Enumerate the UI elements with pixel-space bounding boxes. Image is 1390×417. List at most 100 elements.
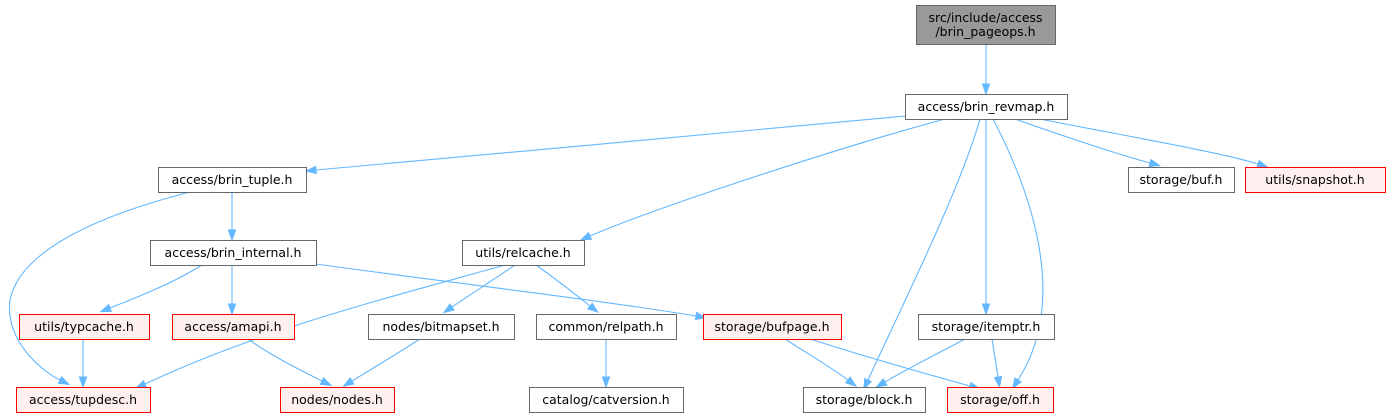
edge-arrowhead xyxy=(601,376,611,389)
node-label: storage/buf.h xyxy=(1140,172,1223,187)
edge-brin_internal-to-bufpage xyxy=(315,263,708,321)
node-tupdesc[interactable]: access/tupdesc.h xyxy=(16,387,151,413)
node-label: common/relpath.h xyxy=(549,319,664,334)
edge-arrowhead xyxy=(586,302,599,314)
node-bufpage[interactable]: storage/bufpage.h xyxy=(703,314,842,340)
node-relpath[interactable]: common/relpath.h xyxy=(536,314,677,340)
edge-arrowhead xyxy=(1256,159,1269,168)
edge-arrowhead xyxy=(227,303,237,316)
edge-relpath-to-catversion xyxy=(601,339,611,389)
edge-line xyxy=(784,338,849,381)
node-revmap[interactable]: access/brin_revmap.h xyxy=(905,94,1068,120)
edge-line xyxy=(315,115,906,171)
edges-layer xyxy=(9,44,1269,391)
edge-revmap-to-itemptr xyxy=(981,119,991,316)
edge-arrowhead xyxy=(227,229,237,242)
node-label: access/amapi.h xyxy=(184,319,281,334)
node-box xyxy=(19,314,150,340)
node-label: storage/block.h xyxy=(816,392,913,407)
node-box xyxy=(1245,167,1386,193)
node-box xyxy=(536,314,677,340)
edge-line xyxy=(144,264,506,385)
edge-bufpage-to-block xyxy=(784,338,858,387)
node-typcache[interactable]: utils/typcache.h xyxy=(19,314,150,340)
edge-line xyxy=(992,118,1044,381)
edge-itemptr-to-block xyxy=(875,338,966,388)
node-box xyxy=(368,314,515,340)
node-label: nodes/bitmapset.h xyxy=(383,319,500,334)
edge-revmap-to-buf xyxy=(1014,118,1162,168)
node-off[interactable]: storage/off.h xyxy=(947,387,1054,413)
node-label: access/brin_tuple.h xyxy=(172,172,293,187)
node-box xyxy=(158,167,307,193)
node-box xyxy=(803,387,926,413)
node-label: storage/itemptr.h xyxy=(932,319,1041,334)
node-relcache[interactable]: utils/relcache.h xyxy=(462,240,585,266)
node-label: catalog/catversion.h xyxy=(542,392,669,407)
edge-arrowhead xyxy=(875,378,888,388)
edge-brin_tuple-to-tupdesc xyxy=(9,191,191,386)
edge-arrowhead xyxy=(442,303,455,314)
node-label: access/brin_internal.h xyxy=(165,245,302,260)
edge-bufpage-to-off xyxy=(809,338,982,391)
edge-root-to-revmap xyxy=(981,44,991,96)
edge-arrowhead xyxy=(342,377,355,387)
edge-line xyxy=(451,264,516,308)
edge-revmap-to-snapshot xyxy=(1039,118,1269,168)
node-box xyxy=(150,240,317,266)
edge-arrowhead xyxy=(78,376,88,389)
node-amapi[interactable]: access/amapi.h xyxy=(172,314,295,340)
edge-relcache-to-relpath xyxy=(535,264,599,314)
edge-line xyxy=(9,191,191,381)
edge-revmap-to-brin_tuple xyxy=(304,115,906,175)
node-label: storage/off.h xyxy=(960,392,1040,407)
node-label: utils/snapshot.h xyxy=(1265,172,1364,187)
edge-line xyxy=(247,338,323,382)
edge-revmap-to-relcache xyxy=(579,118,946,241)
edge-itemptr-to-off xyxy=(991,338,1003,389)
node-label: src/include/access xyxy=(928,10,1042,25)
edge-arrowhead xyxy=(319,376,333,387)
node-buf[interactable]: storage/buf.h xyxy=(1128,167,1235,193)
node-box xyxy=(916,5,1056,45)
edge-line xyxy=(1039,118,1259,165)
node-box xyxy=(172,314,295,340)
node-box xyxy=(703,314,842,340)
edge-arrowhead xyxy=(1148,158,1162,168)
node-brin-tuple[interactable]: access/brin_tuple.h xyxy=(158,167,307,193)
edge-arrowhead xyxy=(99,303,113,313)
edge-line xyxy=(991,338,999,378)
edge-brin_internal-to-typcache xyxy=(99,264,203,313)
node-root: src/include/access/brin_pageops.h xyxy=(916,5,1056,45)
node-box xyxy=(462,240,585,266)
edge-line xyxy=(315,263,697,317)
node-label: storage/bufpage.h xyxy=(714,319,829,334)
node-label: access/tupdesc.h xyxy=(29,392,137,407)
node-nodes[interactable]: nodes/nodes.h xyxy=(280,387,395,413)
edge-arrowhead xyxy=(981,83,991,96)
edge-bitmapset-to-nodes xyxy=(342,338,421,387)
edge-amapi-to-nodes xyxy=(247,338,333,387)
edge-arrowhead xyxy=(304,165,317,175)
node-bitmapset[interactable]: nodes/bitmapset.h xyxy=(368,314,515,340)
node-box xyxy=(1128,167,1235,193)
node-box xyxy=(947,387,1054,413)
node-catversion[interactable]: catalog/catversion.h xyxy=(529,387,684,413)
node-block[interactable]: storage/block.h xyxy=(803,387,926,413)
node-label: utils/relcache.h xyxy=(475,245,570,260)
edge-line xyxy=(589,118,946,237)
node-brin-internal[interactable]: access/brin_internal.h xyxy=(150,240,317,266)
edge-brin_tuple-to-brin_internal xyxy=(227,192,237,242)
edge-line xyxy=(867,118,981,381)
edge-revmap-to-block xyxy=(863,118,981,391)
edge-arrowhead xyxy=(993,375,1003,389)
node-snapshot[interactable]: utils/snapshot.h xyxy=(1245,167,1386,193)
node-label: access/brin_revmap.h xyxy=(918,99,1055,114)
edge-line xyxy=(109,264,203,309)
edge-line xyxy=(535,264,591,307)
edge-arrowhead xyxy=(1011,377,1022,390)
node-label: nodes/nodes.h xyxy=(291,392,383,407)
node-itemptr[interactable]: storage/itemptr.h xyxy=(918,314,1055,340)
edge-line xyxy=(884,338,966,383)
